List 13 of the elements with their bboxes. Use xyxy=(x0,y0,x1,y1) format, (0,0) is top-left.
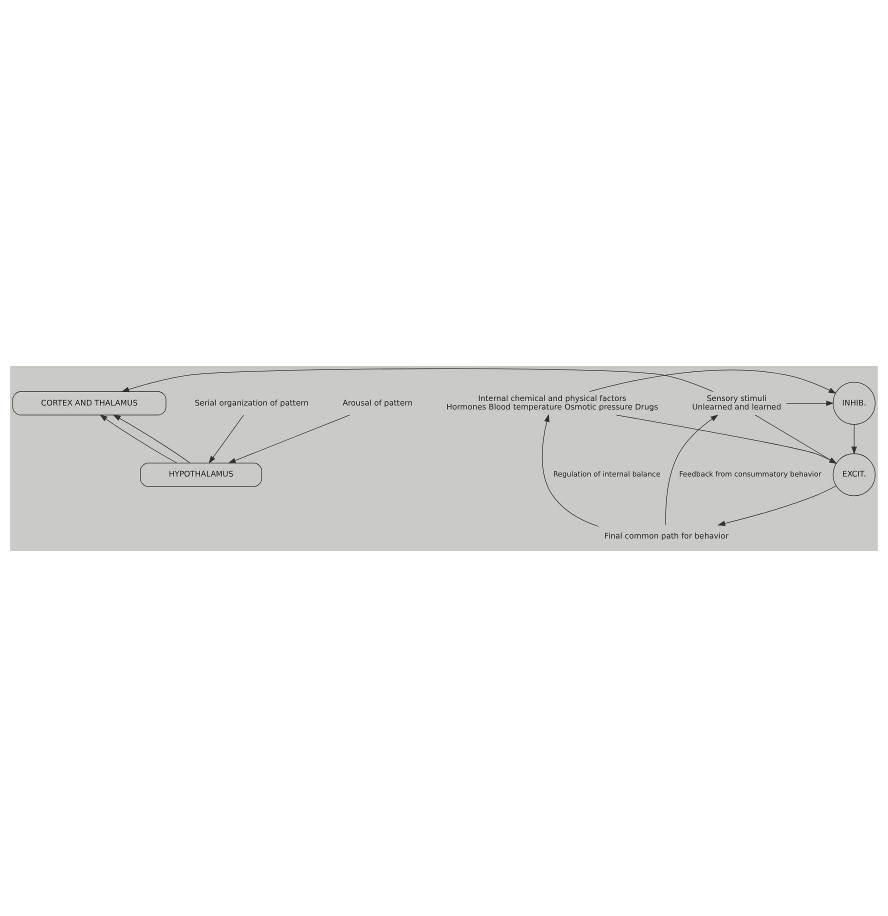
arrow xyxy=(851,424,857,454)
arrow xyxy=(589,369,836,394)
arrow xyxy=(542,414,599,526)
arrow xyxy=(228,414,350,463)
arrow xyxy=(121,368,714,392)
arrow xyxy=(665,414,718,525)
arrow xyxy=(112,414,190,463)
arrow xyxy=(786,400,834,406)
arrow xyxy=(754,414,838,464)
arrow xyxy=(100,414,178,463)
arrow xyxy=(717,485,836,526)
arrow xyxy=(616,414,838,464)
arrow xyxy=(208,414,244,464)
